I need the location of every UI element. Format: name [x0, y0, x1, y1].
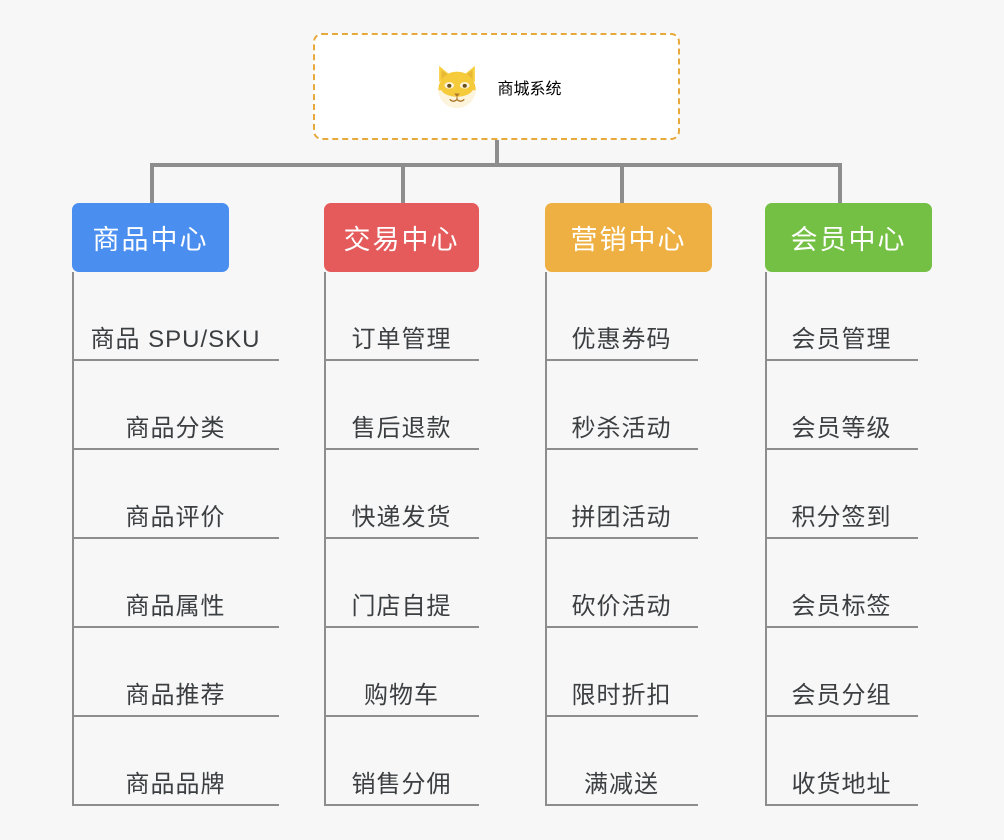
page-title: 商城系统 — [497, 80, 562, 98]
leaf-label: 砍价活动 — [571, 592, 672, 620]
leaf-label: 优惠券码 — [571, 325, 672, 353]
leaf-label: 商品评价 — [125, 503, 226, 531]
leaf-label: 商品分类 — [125, 414, 226, 442]
leaf-item[interactable]: 订单管理 — [324, 272, 479, 361]
leaf-item[interactable]: 收货地址 — [765, 717, 918, 806]
leaf-label: 订单管理 — [351, 325, 452, 353]
leaf-item[interactable]: 商品推荐 — [72, 628, 279, 717]
leaf-item[interactable]: 商品 SPU/SKU — [72, 272, 279, 361]
branch-header-label: 交易中心 — [343, 225, 460, 255]
leaf-item[interactable]: 门店自提 — [324, 539, 479, 628]
leaf-label: 售后退款 — [351, 414, 452, 442]
branch-header[interactable]: 商品中心 — [72, 203, 229, 272]
branch-spine — [72, 272, 74, 806]
leaf-label: 限时折扣 — [571, 681, 672, 709]
leaf-item[interactable]: 快递发货 — [324, 450, 479, 539]
branch-header[interactable]: 交易中心 — [324, 203, 479, 272]
connector-root-stem — [495, 140, 499, 165]
leaf-label: 会员管理 — [791, 325, 892, 353]
leaf-label: 会员分组 — [791, 681, 892, 709]
leaf-list: 优惠券码 秒杀活动 拼团活动 砍价活动 限时折扣 满减送 — [545, 272, 698, 806]
leaf-label: 快递发货 — [351, 503, 452, 531]
connector-drop-4 — [838, 163, 842, 205]
leaf-label: 商品属性 — [125, 592, 226, 620]
shiba-inu-dog-face-icon — [431, 61, 483, 113]
leaf-label: 秒杀活动 — [571, 414, 672, 442]
leaf-item[interactable]: 会员分组 — [765, 628, 918, 717]
branch-spine — [324, 272, 326, 806]
connector-drop-2 — [401, 163, 405, 205]
branch-header-label: 商品中心 — [92, 225, 209, 255]
branch-header-label: 营销中心 — [570, 225, 687, 255]
connector-drop-1 — [150, 163, 154, 205]
leaf-label: 拼团活动 — [571, 503, 672, 531]
leaf-item[interactable]: 会员标签 — [765, 539, 918, 628]
leaf-item[interactable]: 优惠券码 — [545, 272, 698, 361]
root-node[interactable]: 商城系统 — [313, 33, 680, 140]
leaf-list: 会员管理 会员等级 积分签到 会员标签 会员分组 收货地址 — [765, 272, 918, 806]
leaf-item[interactable]: 销售分佣 — [324, 717, 479, 806]
connector-bus — [150, 163, 840, 167]
leaf-item[interactable]: 商品评价 — [72, 450, 279, 539]
leaf-item[interactable]: 商品分类 — [72, 361, 279, 450]
leaf-label: 门店自提 — [351, 592, 452, 620]
leaf-list: 订单管理 售后退款 快递发货 门店自提 购物车 销售分佣 — [324, 272, 479, 806]
leaf-label: 销售分佣 — [351, 770, 452, 798]
branch-header-label: 会员中心 — [790, 225, 907, 255]
leaf-item[interactable]: 砍价活动 — [545, 539, 698, 628]
leaf-item[interactable]: 秒杀活动 — [545, 361, 698, 450]
branch-spine — [765, 272, 767, 806]
connector-drop-3 — [620, 163, 624, 205]
leaf-label: 满减送 — [584, 770, 659, 798]
branch-header[interactable]: 营销中心 — [545, 203, 712, 272]
leaf-label: 会员等级 — [791, 414, 892, 442]
leaf-label: 购物车 — [364, 681, 439, 709]
leaf-label: 商品 SPU/SKU — [90, 325, 261, 353]
leaf-list: 商品 SPU/SKU 商品分类 商品评价 商品属性 商品推荐 商品品牌 — [72, 272, 279, 806]
leaf-label: 商品品牌 — [125, 770, 226, 798]
leaf-item[interactable]: 会员等级 — [765, 361, 918, 450]
leaf-item[interactable]: 会员管理 — [765, 272, 918, 361]
leaf-item[interactable]: 售后退款 — [324, 361, 479, 450]
leaf-label: 积分签到 — [791, 503, 892, 531]
leaf-item[interactable]: 拼团活动 — [545, 450, 698, 539]
leaf-item[interactable]: 商品属性 — [72, 539, 279, 628]
leaf-item[interactable]: 商品品牌 — [72, 717, 279, 806]
branch-spine — [545, 272, 547, 806]
leaf-item[interactable]: 积分签到 — [765, 450, 918, 539]
branch-header[interactable]: 会员中心 — [765, 203, 932, 272]
leaf-item[interactable]: 限时折扣 — [545, 628, 698, 717]
leaf-label: 商品推荐 — [125, 681, 226, 709]
leaf-item[interactable]: 满减送 — [545, 717, 698, 806]
leaf-item[interactable]: 购物车 — [324, 628, 479, 717]
leaf-label: 会员标签 — [791, 592, 892, 620]
leaf-label: 收货地址 — [791, 770, 892, 798]
